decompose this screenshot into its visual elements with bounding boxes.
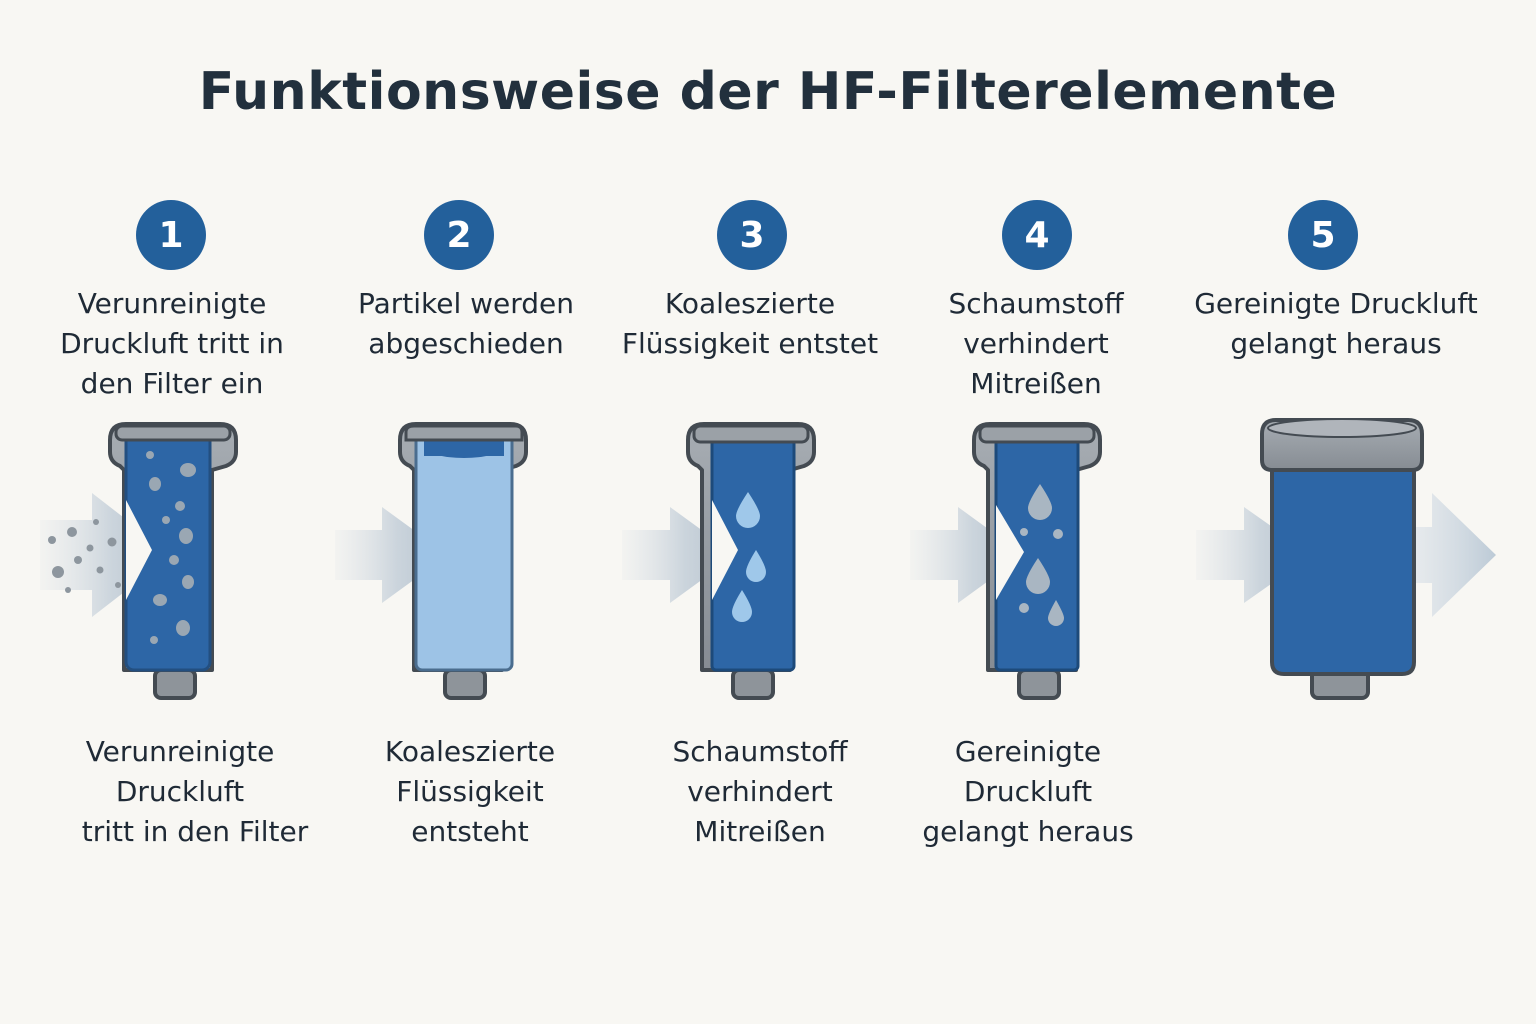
caption-line: Flüssigkeit — [396, 775, 544, 808]
caption-line: Gereinigte — [954, 735, 1102, 768]
filter-cartridge-2 — [398, 422, 528, 700]
arrow-icon — [910, 507, 1024, 603]
filter-cartridge-3 — [686, 422, 816, 700]
step-2-top-caption: Partikel werden abgeschieden — [316, 284, 616, 364]
step-1-bottom-caption: Verunreinigte Druckluft tritt in den Fil… — [30, 732, 330, 852]
step-badge-5: 5 — [1288, 200, 1358, 270]
arrow-out-icon — [1386, 493, 1496, 617]
filter-cartridge-4 — [972, 422, 1102, 700]
filter-cartridge-5 — [1260, 418, 1424, 700]
step-badge-3: 3 — [717, 200, 787, 270]
caption-line: Mitreißen — [970, 367, 1102, 400]
caption-line: Gereinigte Druckluft — [1194, 287, 1478, 320]
droplet-icon — [732, 492, 766, 622]
caption-line: tritt in den Filter — [81, 815, 309, 848]
arrow-icon — [1196, 507, 1312, 603]
step-1-top-caption: Verunreinigte Druckluft tritt in den Fil… — [22, 284, 322, 404]
caption-line: Schaumstoff — [672, 735, 848, 768]
caption-line: Druckluft — [963, 775, 1093, 808]
caption-line: Druckluft tritt in — [60, 327, 284, 360]
caption-line: verhindert — [687, 775, 833, 808]
arrow-icon — [335, 507, 448, 603]
caption-line: gelangt heraus — [1230, 327, 1442, 360]
caption-line: abgeschieden — [368, 327, 564, 360]
caption-line: Flüssigkeit entstet — [621, 327, 879, 360]
step-badge-4: 4 — [1002, 200, 1072, 270]
step-3-bottom-caption: Schaumstoff verhindert Mitreißen — [610, 732, 910, 852]
arrow-icon — [622, 507, 736, 603]
filter-cartridge-1 — [108, 422, 238, 700]
droplet-icon — [1019, 484, 1064, 626]
caption-line: den Filter ein — [80, 367, 264, 400]
step-4-bottom-caption: Gereinigte Druckluft gelangt heraus — [878, 732, 1178, 852]
particle-cloud-icon — [48, 519, 121, 593]
caption-line: Koaleszierte — [664, 287, 836, 320]
caption-line: verhindert — [963, 327, 1109, 360]
caption-line: Schaumstoff — [948, 287, 1124, 320]
caption-line: Druckluft — [115, 775, 245, 808]
step-4-top-caption: Schaumstoff verhindert Mitreißen — [886, 284, 1186, 404]
step-badge-1: 1 — [136, 200, 206, 270]
caption-line: Mitreißen — [694, 815, 826, 848]
caption-line: Koaleszierte — [384, 735, 556, 768]
caption-line: Partikel werden — [357, 287, 575, 320]
step-5-top-caption: Gereinigte Druckluft gelangt heraus — [1186, 284, 1486, 364]
arrow-icon — [40, 493, 172, 617]
page-title: Funktionsweise der HF-Filterelemente — [198, 62, 1338, 122]
step-2-bottom-caption: Koaleszierte Flüssigkeit entsteht — [320, 732, 620, 852]
caption-line: gelangt heraus — [922, 815, 1134, 848]
caption-line: entsteht — [411, 815, 529, 848]
step-badge-2: 2 — [424, 200, 494, 270]
step-3-top-caption: Koaleszierte Flüssigkeit entstet — [600, 284, 900, 364]
caption-line: Verunreinigte — [77, 287, 267, 320]
caption-line: Verunreinigte — [85, 735, 275, 768]
